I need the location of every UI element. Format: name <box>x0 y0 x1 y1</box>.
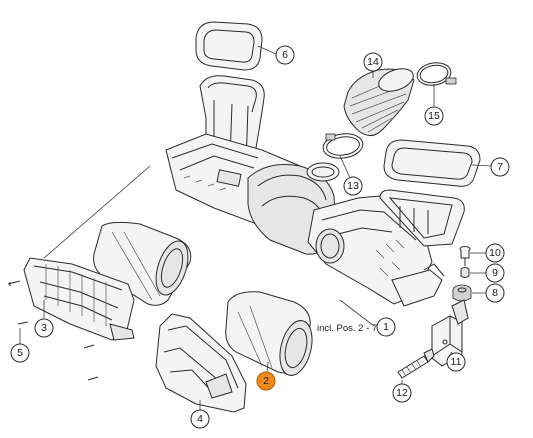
callout-10[interactable]: 10 <box>485 243 505 263</box>
svg-text:1: 1 <box>383 321 389 333</box>
svg-text:12: 12 <box>396 387 408 399</box>
svg-text:7: 7 <box>497 161 503 173</box>
callout-5[interactable]: 5 <box>10 343 30 363</box>
part-14-hose <box>343 68 415 136</box>
part-12-bolt <box>397 348 435 379</box>
callout-9[interactable]: 9 <box>485 263 505 283</box>
part-8-grommet <box>452 284 472 302</box>
leader-lines <box>19 45 493 410</box>
callout-14[interactable]: 14 <box>363 52 383 72</box>
part-5-screws <box>7 280 99 381</box>
part-4-cover <box>155 313 247 413</box>
callout-13[interactable]: 13 <box>343 176 363 196</box>
svg-text:3: 3 <box>41 322 47 334</box>
svg-text:2: 2 <box>263 375 269 387</box>
svg-text:15: 15 <box>428 110 440 122</box>
callout-11[interactable]: 11 <box>446 352 466 372</box>
callout-4[interactable]: 4 <box>190 409 210 429</box>
svg-text:8: 8 <box>492 287 498 299</box>
part-10-screw <box>459 246 471 266</box>
part-6-seal <box>195 21 263 71</box>
svg-text:4: 4 <box>197 413 203 425</box>
callout-2[interactable]: 2 <box>256 371 276 391</box>
callout-8[interactable]: 8 <box>485 283 505 303</box>
callout-6[interactable]: 6 <box>275 45 295 65</box>
part-2-filter <box>225 291 313 376</box>
note-included-positions: incl. Pos. 2 - 7 <box>317 323 377 334</box>
part-1-intake-housing <box>165 75 465 307</box>
callout-15[interactable]: 15 <box>424 106 444 126</box>
part-13-clamp <box>322 133 364 159</box>
part-7-seal <box>383 139 481 187</box>
svg-text:13: 13 <box>347 180 359 192</box>
svg-text:11: 11 <box>451 356 462 368</box>
part-3-housing <box>23 257 135 341</box>
callout-7[interactable]: 7 <box>490 157 510 177</box>
callout-1[interactable]: 1 <box>376 317 396 337</box>
svg-text:14: 14 <box>367 56 379 68</box>
svg-text:9: 9 <box>492 267 498 279</box>
svg-text:6: 6 <box>282 49 288 61</box>
part-9-bushing <box>460 267 470 278</box>
svg-text:5: 5 <box>17 347 23 359</box>
part-15-clamp <box>416 62 457 86</box>
svg-text:10: 10 <box>489 247 501 259</box>
callout-12[interactable]: 12 <box>392 383 412 403</box>
callout-3[interactable]: 3 <box>34 318 54 338</box>
